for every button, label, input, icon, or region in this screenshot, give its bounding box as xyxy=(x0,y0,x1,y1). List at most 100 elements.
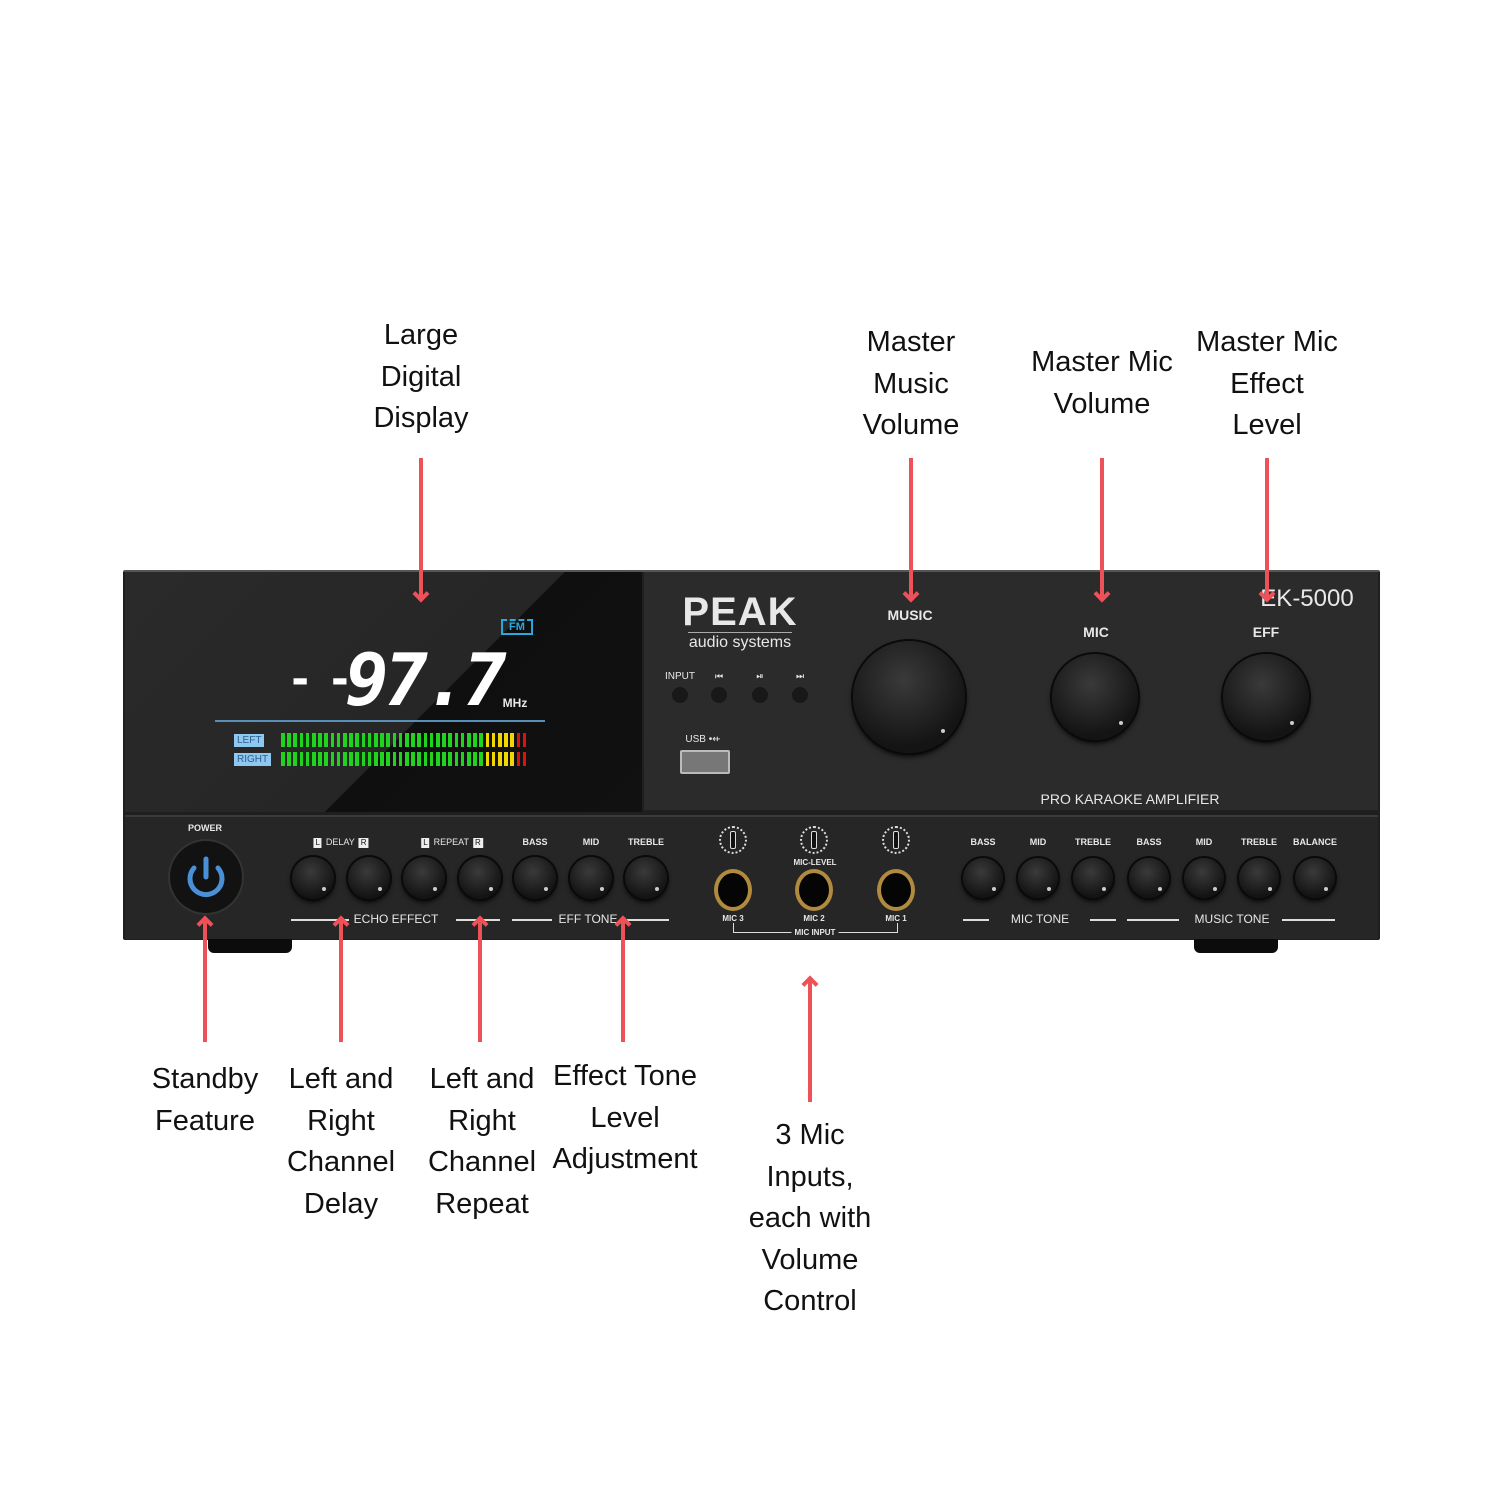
vu-segment xyxy=(299,733,304,747)
eff-treble-label: TREBLE xyxy=(628,837,664,847)
label-line: Effect xyxy=(1230,367,1304,400)
label-line: 3 Mic xyxy=(775,1119,845,1151)
vu-segment xyxy=(411,733,415,747)
delay-text: DELAY xyxy=(325,837,355,847)
label-line: Channel xyxy=(427,1146,537,1178)
vu-segment xyxy=(305,733,310,747)
arrow-mic xyxy=(1100,458,1104,600)
display-prefix: - - xyxy=(291,649,353,707)
vu-segment xyxy=(423,733,428,747)
music-volume-knob[interactable] xyxy=(853,641,965,753)
vu-segment xyxy=(392,752,397,766)
mic-bass-knob[interactable] xyxy=(963,858,1003,898)
mic3-jack[interactable] xyxy=(714,869,752,911)
music-bass-knob[interactable] xyxy=(1129,858,1169,898)
vu-segment xyxy=(336,752,341,766)
label-line: Music xyxy=(873,367,949,400)
vu-segment xyxy=(343,733,347,747)
power-button[interactable] xyxy=(170,841,242,913)
prev-icon: ⏮ xyxy=(714,671,724,681)
label-line: Standby xyxy=(151,1063,259,1095)
delay-left-knob[interactable] xyxy=(292,857,334,899)
input-button[interactable] xyxy=(672,687,688,703)
vu-segment xyxy=(436,733,440,747)
eff-tone-label: EFF TONE xyxy=(558,912,618,926)
vu-segment xyxy=(467,752,471,766)
arrow-eff xyxy=(1265,458,1269,600)
vu-segment xyxy=(318,733,322,747)
label-line: Digital xyxy=(380,360,462,393)
mic-mid-knob[interactable] xyxy=(1018,858,1058,898)
vu-segment xyxy=(355,733,359,747)
vu-segment xyxy=(429,752,434,766)
vu-segment xyxy=(473,733,477,747)
frequency-unit: MHz xyxy=(502,696,528,710)
right-box: R xyxy=(473,838,483,848)
mic-bass-label: BASS xyxy=(970,837,996,847)
label-line: Left and xyxy=(429,1063,535,1095)
vu-segment xyxy=(386,752,390,766)
label-line: Right xyxy=(307,1104,375,1137)
group-rule xyxy=(1127,919,1179,921)
vu-segment xyxy=(336,733,341,747)
prev-button[interactable] xyxy=(711,687,727,703)
group-rule xyxy=(627,919,669,921)
label-line: Level xyxy=(590,1101,660,1134)
input-label: INPUT xyxy=(665,671,695,682)
mic2-level-pot[interactable] xyxy=(800,826,828,854)
play-pause-icon: ⏯ xyxy=(756,671,764,681)
vu-segment xyxy=(398,752,403,766)
usb-port[interactable] xyxy=(680,750,730,774)
eff-bass-knob[interactable] xyxy=(514,857,556,899)
mic-mid-label: MID xyxy=(1029,837,1047,847)
vu-segment xyxy=(436,752,440,766)
eff-treble-knob[interactable] xyxy=(625,857,667,899)
group-rule xyxy=(291,919,349,921)
vu-segment xyxy=(392,733,397,747)
mic3-level-pot[interactable] xyxy=(719,826,747,854)
vu-segment xyxy=(374,752,378,766)
vu-segment xyxy=(287,733,291,747)
vu-segment xyxy=(442,733,446,747)
eff-mid-knob[interactable] xyxy=(570,857,612,899)
digital-display xyxy=(125,572,642,812)
vu-segment xyxy=(510,733,514,747)
mic-volume-knob[interactable] xyxy=(1052,654,1138,740)
label-line: Channel xyxy=(286,1146,396,1178)
mic-treble-knob[interactable] xyxy=(1073,858,1113,898)
play-pause-button[interactable] xyxy=(752,687,768,703)
delay-right-knob[interactable] xyxy=(348,857,390,899)
vu-segment xyxy=(398,733,403,747)
repeat-right-knob[interactable] xyxy=(459,857,501,899)
vu-segment xyxy=(479,752,483,766)
logo-rule xyxy=(688,632,792,633)
effect-level-knob[interactable] xyxy=(1223,654,1309,740)
foot-left xyxy=(208,938,292,953)
music-treble-knob[interactable] xyxy=(1239,858,1279,898)
vu-segment xyxy=(367,733,372,747)
vu-segment xyxy=(467,733,471,747)
balance-knob[interactable] xyxy=(1295,858,1335,898)
mic1-label: MIC 1 xyxy=(885,914,907,923)
mic1-jack[interactable] xyxy=(877,869,915,911)
vu-left-tag: LEFT xyxy=(234,734,265,747)
vu-segment xyxy=(510,752,514,766)
next-button[interactable] xyxy=(792,687,808,703)
arrow-mic-inputs xyxy=(808,978,812,1102)
band-indicator: FM xyxy=(501,619,533,635)
vu-segment xyxy=(374,733,378,747)
label-line: Display xyxy=(373,402,469,434)
mic1-level-pot[interactable] xyxy=(882,826,910,854)
usb-label: USB •⇷ xyxy=(685,734,721,745)
mic2-jack[interactable] xyxy=(795,869,833,911)
eff-mid-label: MID xyxy=(582,837,600,847)
music-mid-knob[interactable] xyxy=(1184,858,1224,898)
vu-segment xyxy=(491,752,496,766)
repeat-left-knob[interactable] xyxy=(403,857,445,899)
vu-segment xyxy=(417,733,421,747)
vu-segment xyxy=(380,752,384,766)
